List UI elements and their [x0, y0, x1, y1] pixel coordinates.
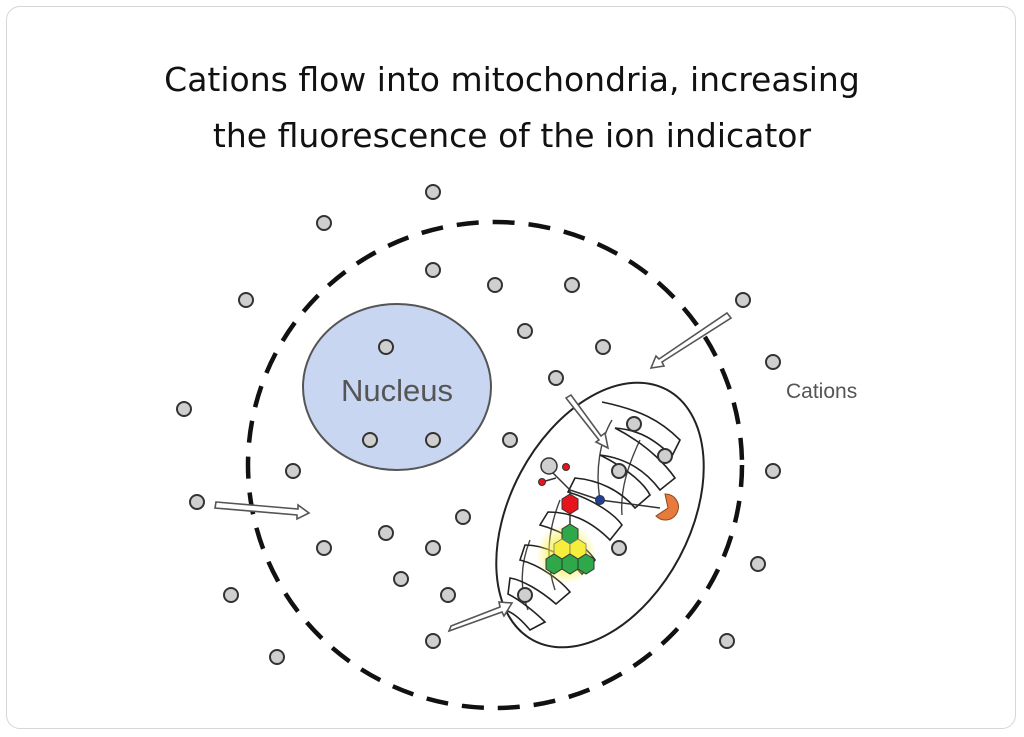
cation [316, 540, 332, 556]
cation [611, 540, 627, 556]
cation [765, 463, 781, 479]
diagram-title: Cations flow into mitochondria, increasi… [0, 52, 1024, 164]
indicator-orange-group [655, 493, 679, 521]
arrow-into-mitochondrion-top [564, 393, 610, 450]
nucleus: Nucleus [302, 303, 492, 471]
cation [611, 463, 627, 479]
cation [502, 432, 518, 448]
cations-label: Cations [786, 380, 857, 403]
cation [362, 432, 378, 448]
arrow-into-cell-right [649, 311, 733, 370]
cation [517, 323, 533, 339]
cation [425, 262, 441, 278]
cation [440, 587, 456, 603]
indicator-blue-node [595, 495, 605, 505]
cell-membrane [245, 219, 745, 711]
cation [425, 432, 441, 448]
title-line-2: the fluorescence of the ion indicator [212, 116, 812, 155]
mitochondrion-cristae [504, 401, 681, 632]
cation [564, 277, 580, 293]
cation [750, 556, 766, 572]
cation [269, 649, 285, 665]
cation [719, 633, 735, 649]
cation [657, 448, 673, 464]
cation [176, 401, 192, 417]
cation [626, 416, 642, 432]
nucleus-label: Nucleus [341, 373, 453, 408]
cation [425, 184, 441, 200]
cation [378, 339, 394, 355]
cation [223, 587, 239, 603]
arrow-into-cell-left [214, 501, 311, 521]
cation [548, 370, 564, 386]
indicator-red-ring [561, 493, 579, 515]
cation [425, 633, 441, 649]
cation [595, 339, 611, 355]
indicator-gray-node [540, 457, 558, 475]
cation [316, 215, 332, 231]
cation [487, 277, 503, 293]
cation [285, 463, 301, 479]
cation [765, 354, 781, 370]
title-line-1: Cations flow into mitochondria, increasi… [164, 60, 860, 99]
cation [238, 292, 254, 308]
cation [517, 587, 533, 603]
cation [735, 292, 751, 308]
ion-indicator [536, 457, 679, 584]
cation [455, 509, 471, 525]
arrow-into-mitochondrion-bottom [447, 601, 514, 633]
mitochondrion [495, 381, 705, 649]
cation [425, 540, 441, 556]
flow-arrows [214, 311, 733, 633]
cation [393, 571, 409, 587]
cations [176, 184, 781, 665]
cation [378, 525, 394, 541]
cation [189, 494, 205, 510]
